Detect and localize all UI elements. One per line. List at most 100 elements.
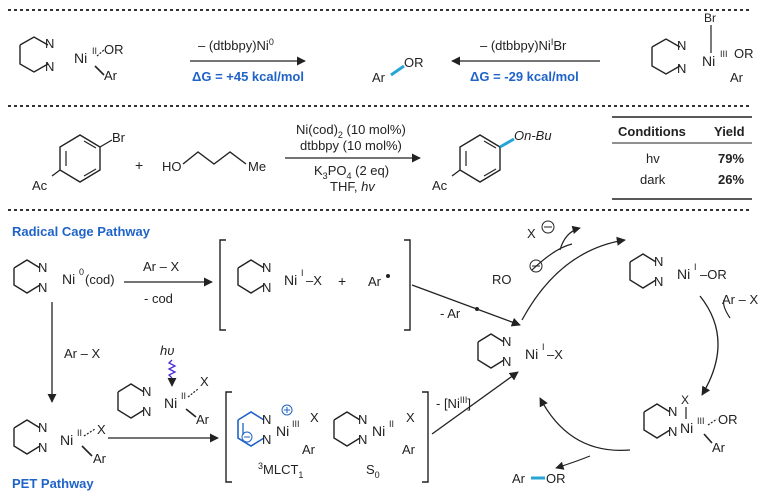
hv-label: hυ [160, 343, 174, 358]
svg-text:Me: Me [248, 159, 266, 174]
arrow-pet-to-center [431, 371, 519, 435]
reaction-conditions: Ni(cod)2 (10 mol%) dtbbpy (10 mol%) K3PO… [285, 122, 421, 194]
svg-text:–X: –X [547, 347, 563, 362]
aryl-bromide: Br Ac [32, 130, 126, 193]
svg-text:I: I [301, 268, 304, 278]
svg-text:Ac: Ac [32, 178, 48, 193]
svg-text:OR: OR [404, 55, 424, 70]
svg-text:N: N [38, 420, 47, 435]
cycle-arc-right [699, 295, 719, 396]
svg-text:X: X [406, 410, 415, 425]
oxidation-state: II [92, 46, 97, 56]
light-squiggle [167, 359, 177, 379]
top-right-delta-g: ΔG = -29 kcal/mol [470, 69, 579, 84]
svg-text:N: N [677, 61, 686, 76]
svg-text:Ar: Ar [512, 471, 526, 486]
niII-complex-left: N N Ni II X Ar [13, 419, 107, 466]
svg-text:Ar: Ar [302, 442, 316, 457]
table-header-yield: Yield [714, 124, 745, 139]
n-label: N [45, 59, 54, 74]
svg-text:Ni: Ni [164, 395, 177, 411]
svg-text:–X: –X [306, 273, 322, 288]
svg-text:N: N [502, 334, 511, 349]
svg-text:N: N [262, 280, 271, 295]
ether-product: On-Bu Ac [432, 128, 552, 193]
ni0-cod-complex: N N Ni 0 (cod) [13, 259, 115, 295]
svg-text:Ar: Ar [402, 442, 416, 457]
excited-state-bracket: N N Ni III X Ar 3MLCT1 N N Ni II X Ar S0 [225, 391, 429, 483]
svg-text:Ar: Ar [712, 440, 726, 455]
svg-text:Ni: Ni [62, 271, 75, 287]
svg-text:Ar: Ar [730, 70, 744, 85]
cycle-arc-bottom [539, 397, 631, 452]
cycle-arc-arx-in [723, 299, 731, 319]
svg-text:N: N [677, 38, 686, 53]
top-left-nickel-complex: N N Ni II OR Ar [19, 36, 124, 83]
svg-text:X: X [200, 374, 209, 389]
svg-text:Br: Br [704, 11, 716, 25]
svg-text:I: I [694, 262, 697, 272]
svg-text:III: III [292, 419, 300, 429]
minus-ni-iii: - [NiIII] [436, 395, 471, 411]
svg-text:X: X [97, 422, 106, 437]
svg-text:III: III [720, 49, 728, 59]
svg-text:N: N [668, 404, 677, 419]
s0-label: S0 [366, 462, 380, 480]
svg-text:K3PO4 (2 eq): K3PO4 (2 eq) [314, 163, 389, 181]
svg-text:II: II [389, 419, 394, 429]
svg-text:II: II [181, 391, 186, 401]
svg-text:X: X [310, 410, 319, 425]
svg-text:OR: OR [718, 412, 738, 427]
reagent-minus-cod: - cod [144, 291, 173, 306]
svg-text:Ni: Ni [284, 272, 297, 288]
svg-text:Ni: Ni [60, 432, 73, 448]
plus-sign: + [135, 157, 143, 173]
svg-text:N: N [654, 274, 663, 289]
ar-or-final-product: Ar OR [512, 471, 566, 486]
svg-text:THF, hv: THF, hv [330, 179, 376, 194]
svg-text:III: III [697, 416, 705, 426]
svg-text:Ar: Ar [196, 412, 210, 427]
cycle-arc-x-out [559, 225, 581, 251]
svg-text:Ni: Ni [680, 420, 693, 436]
cycle-arc-top [521, 236, 626, 321]
svg-text:dtbbpy (10 mol%): dtbbpy (10 mol%) [300, 138, 402, 153]
svg-text:N: N [358, 432, 367, 447]
niI-x-center: N N Ni I –X [477, 333, 563, 369]
cycle-arc-ro-in [531, 243, 573, 271]
pet-pathway-label: PET Pathway [12, 476, 94, 491]
svg-text:Ni(cod)2 (10 mol%): Ni(cod)2 (10 mol%) [296, 122, 406, 140]
svg-text:N: N [262, 432, 271, 447]
table-cell-condition: dark [640, 172, 666, 187]
svg-text:II: II [77, 428, 82, 438]
svg-text:Ar: Ar [368, 274, 382, 289]
svg-text:Ni: Ni [276, 423, 289, 439]
svg-text:0: 0 [79, 267, 84, 277]
top-left-delta-g: ΔG = +45 kcal/mol [192, 69, 304, 84]
table-cell-yield: 26% [718, 172, 744, 187]
svg-text:N: N [262, 260, 271, 275]
svg-text:N: N [38, 260, 47, 275]
reagent-ar-x-right: Ar – X [722, 292, 758, 307]
svg-text:HO: HO [162, 159, 182, 174]
svg-text:N: N [38, 280, 47, 295]
mlct-label: 3MLCT1 [258, 461, 303, 480]
radical-cage-pathway-label: Radical Cage Pathway [12, 224, 151, 239]
top-right-nickel-complex: N N Br Ni III OR Ar [651, 11, 754, 85]
svg-text:OR: OR [734, 46, 754, 61]
svg-text:N: N [38, 440, 47, 455]
top-right-reagent: – (dtbbpy)NiIBr [480, 37, 567, 53]
niI-or-complex: N N Ni I –OR [629, 253, 727, 289]
svg-text:N: N [262, 412, 271, 427]
svg-text:(cod): (cod) [85, 272, 115, 287]
table-cell-condition: hv [646, 151, 660, 166]
svg-text:N: N [668, 424, 677, 439]
svg-text:Br: Br [112, 130, 126, 145]
table-header-conditions: Conditions [618, 124, 686, 139]
svg-text:Ar: Ar [372, 70, 386, 85]
svg-text:N: N [358, 412, 367, 427]
ligand-or: OR [104, 42, 124, 57]
svg-text:N: N [654, 254, 663, 269]
ro-anion: RO [492, 272, 512, 287]
